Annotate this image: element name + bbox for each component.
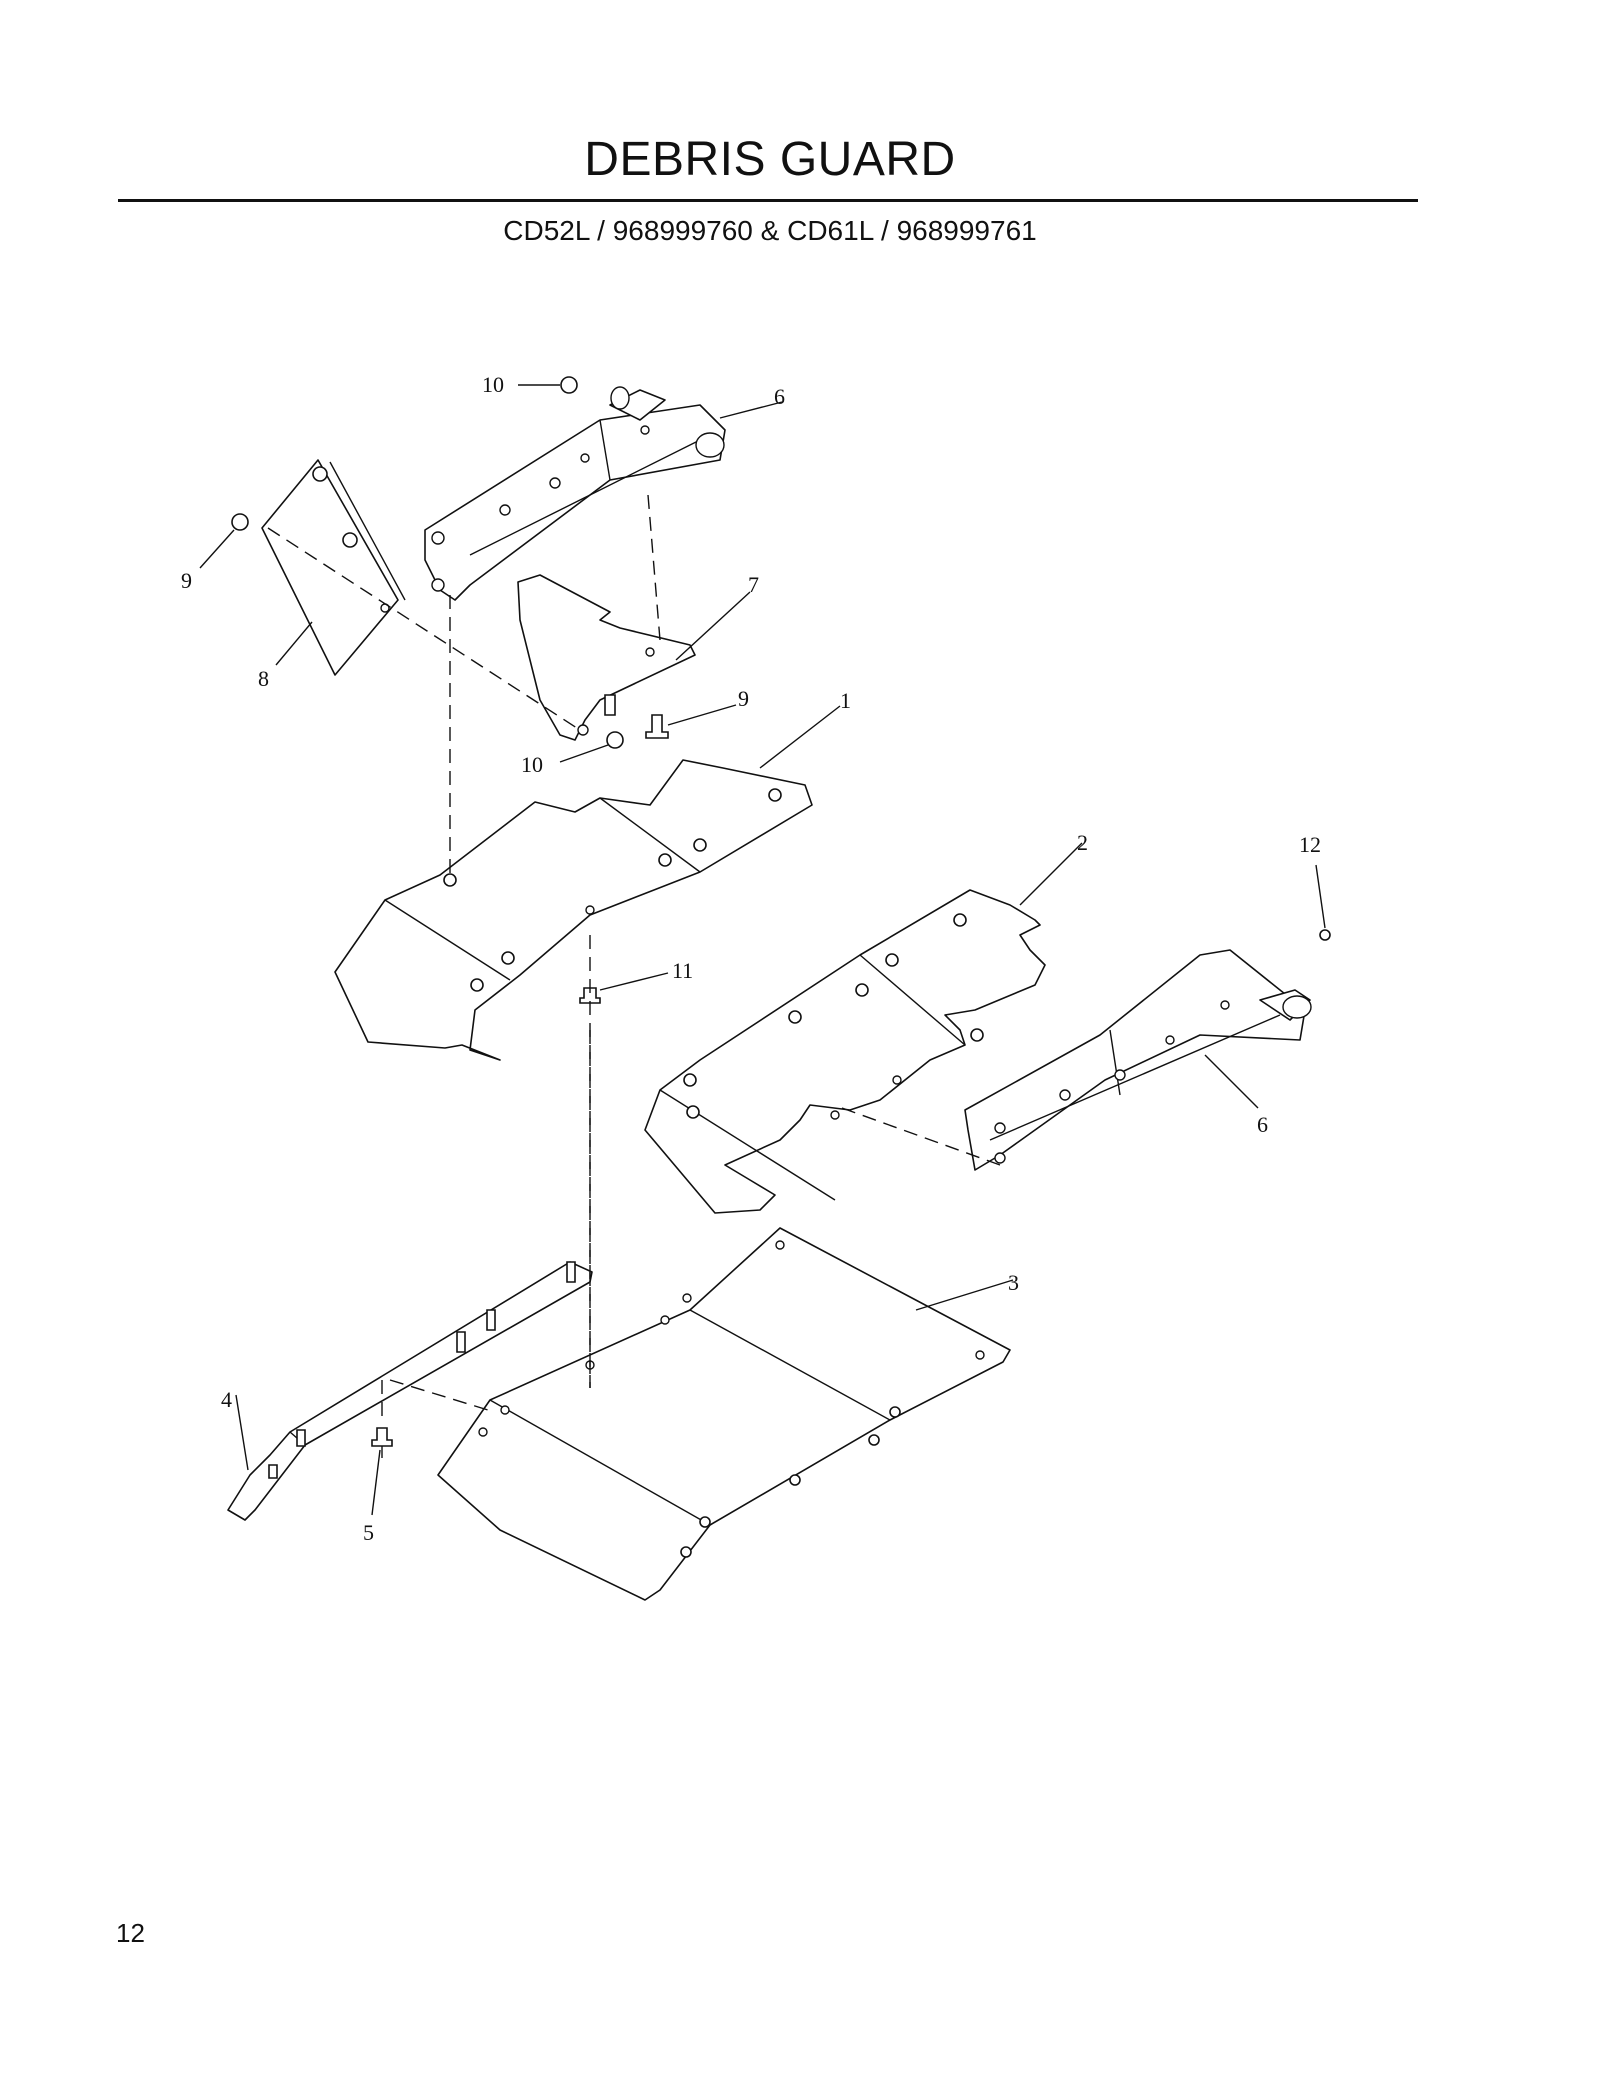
part-8-side-plate	[261, 459, 406, 676]
callout-12: 12	[1299, 832, 1321, 857]
part-4-support-bar	[227, 1261, 593, 1521]
callout-6-right: 6	[1257, 1112, 1268, 1137]
part-1-upper-guard	[334, 759, 813, 1061]
bolt-12	[1319, 929, 1331, 941]
callout-5: 5	[363, 1520, 374, 1545]
part-11-bolt	[579, 987, 601, 1004]
part-2-middle-guard	[644, 889, 1046, 1214]
bolt-9-mid	[645, 714, 669, 739]
nut-10-top	[560, 376, 578, 394]
callout-9-left: 9	[181, 568, 192, 593]
callout-4: 4	[221, 1387, 232, 1412]
callout-1: 1	[840, 688, 851, 713]
callout-7: 7	[748, 572, 759, 597]
page-number: 12	[116, 1918, 145, 1948]
page-title: DEBRIS GUARD	[584, 133, 956, 186]
callout-9-mid: 9	[738, 686, 749, 711]
callout-2: 2	[1077, 830, 1088, 855]
hardware-upper	[231, 376, 669, 749]
part-6-right-bracket	[964, 929, 1331, 1171]
bolt-9-left	[231, 513, 249, 531]
part-5-bolt	[371, 1427, 393, 1458]
callout-10-mid: 10	[521, 752, 543, 777]
callout-10-top: 10	[482, 372, 504, 397]
callout-11: 11	[672, 958, 693, 983]
callout-labels: 10 6 9 8 7 9 10 1 2 12 11 6 3 4 5	[181, 372, 1321, 1545]
nut-10-mid	[606, 731, 624, 749]
callout-8: 8	[258, 666, 269, 691]
model-subtitle: CD52L / 968999760 & CD61L / 968999761	[503, 215, 1037, 246]
callout-3: 3	[1008, 1270, 1019, 1295]
part-7-center-bracket	[517, 574, 696, 741]
leader-lines	[199, 384, 1326, 1516]
part-6-upper-bracket	[424, 386, 726, 601]
part-3-lower-guard	[437, 1227, 1011, 1601]
title-divider	[118, 199, 1418, 202]
callout-6-top: 6	[774, 384, 785, 409]
assembly-lines	[267, 494, 1001, 1420]
